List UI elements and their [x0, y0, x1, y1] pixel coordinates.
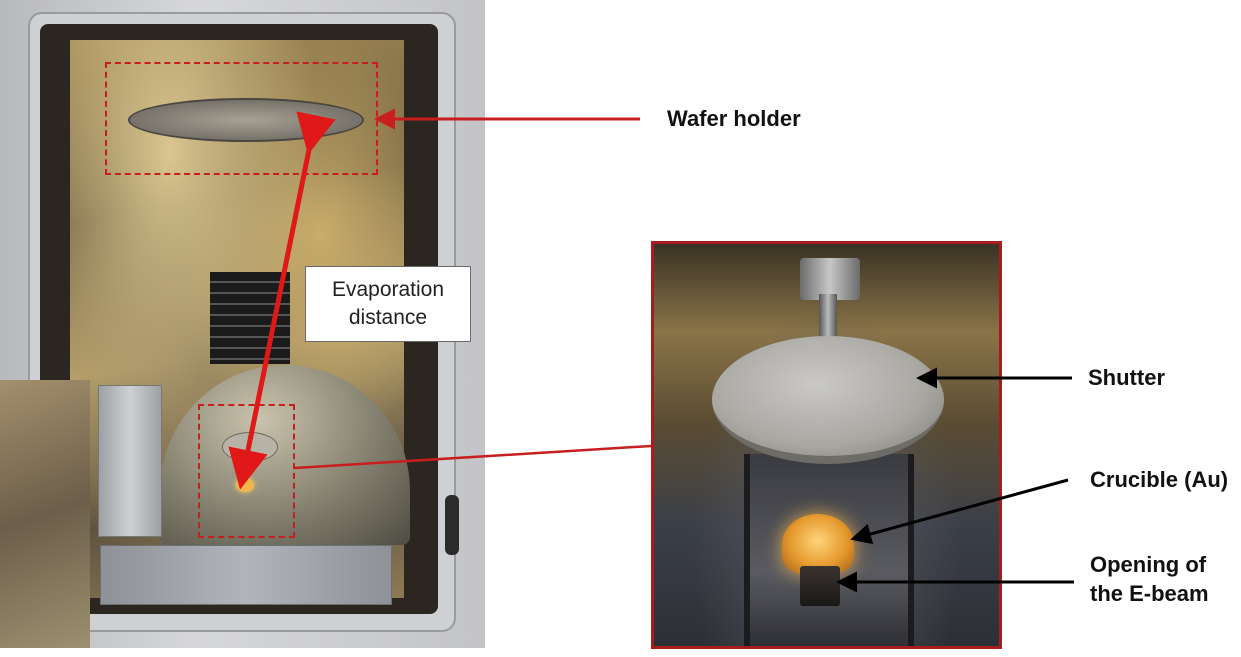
shutter-disk — [712, 336, 944, 464]
evaporation-label-line1: Evaporation — [331, 277, 445, 301]
chamber-base — [100, 545, 392, 605]
zoom-inset-photo — [651, 241, 1002, 649]
evaporation-distance-arrow — [228, 111, 336, 490]
side-shield — [98, 385, 162, 537]
wafer-holder-label: Wafer holder — [667, 106, 801, 131]
evaporation-distance-callout: Evaporation distance — [305, 266, 471, 342]
shutter-clamp — [800, 258, 860, 300]
crucible-label: Crucible (Au) — [1090, 467, 1229, 492]
door-handle — [445, 495, 459, 555]
opening-label-line1: Opening of — [1090, 552, 1207, 577]
opening-label: Opening of the E-beam — [1090, 551, 1209, 608]
evaporation-label-line2: distance — [348, 306, 428, 329]
opening-label-line2: the E-beam — [1090, 580, 1209, 606]
door-foil — [0, 380, 90, 648]
e-beam-opening — [800, 566, 840, 606]
crucible-glow — [782, 514, 854, 574]
zoom-connector-line — [294, 444, 652, 470]
crucible-arrow — [850, 478, 1069, 545]
shutter-label: Shutter — [1088, 365, 1165, 390]
